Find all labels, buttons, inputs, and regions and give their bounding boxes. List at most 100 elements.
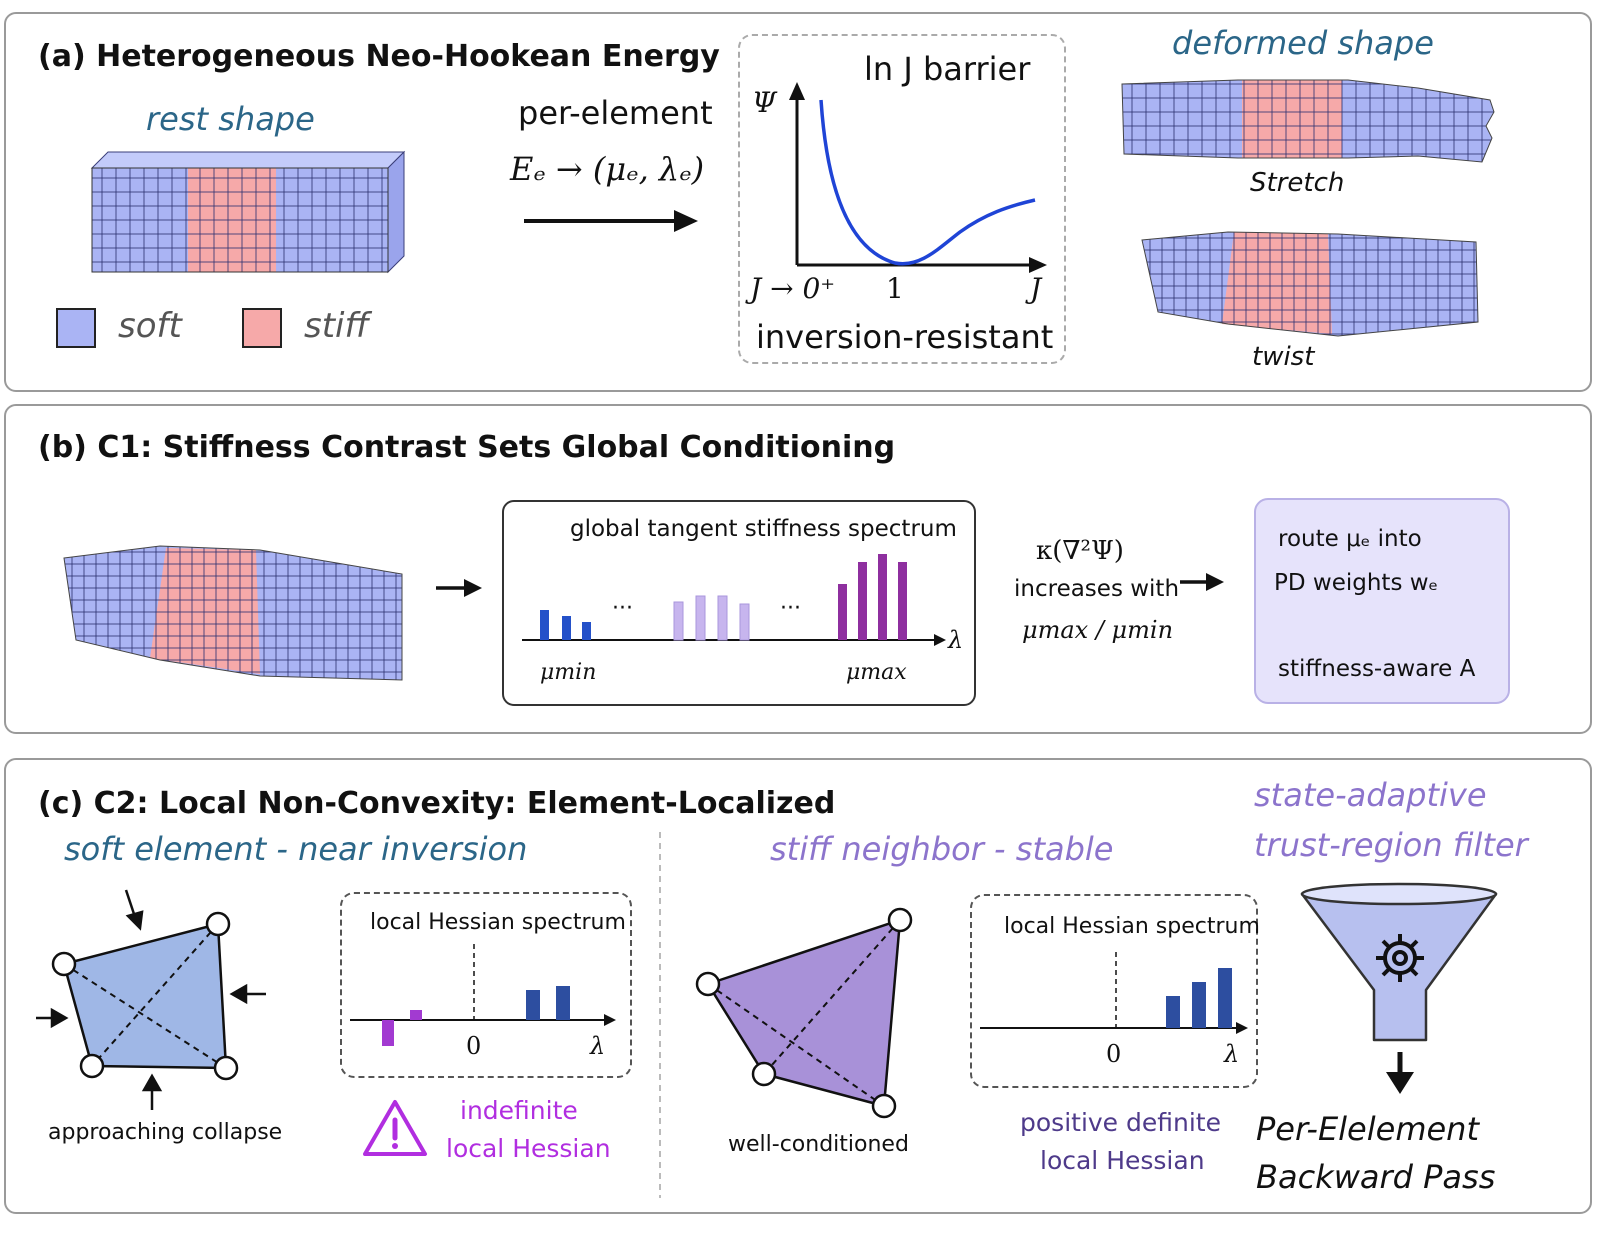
stiff-heading: stiff neighbor - stable — [770, 830, 1114, 868]
tick-j-zero: J → 0⁺ — [750, 272, 836, 305]
collapsing-element — [36, 889, 266, 1110]
lambda-stiff: λ — [1224, 1040, 1240, 1068]
per-element-label: per-element — [518, 94, 713, 132]
route-line-1: route μₑ into — [1278, 526, 1422, 552]
element-param-formula: Eₑ → (μₑ, λₑ) — [510, 150, 705, 188]
rest-shape-block — [90, 150, 406, 274]
node-icon — [695, 971, 721, 997]
panel-c-title: (c) C2: Local Non-Convexity: Element-Loc… — [38, 786, 836, 821]
axis-y-psi: Ψ — [752, 86, 777, 119]
bar-high-4 — [898, 562, 907, 640]
bar-pd-2 — [1192, 982, 1206, 1028]
bar-small — [410, 1010, 422, 1020]
node-icon — [51, 951, 77, 977]
local-spectrum-box-stiff — [970, 894, 1258, 1088]
bar-high-2 — [858, 562, 867, 640]
bar-negative — [382, 1020, 394, 1046]
pd-line-1: positive definite — [1020, 1108, 1221, 1137]
legend-soft-swatch — [56, 308, 96, 348]
bar-mid-3 — [717, 595, 728, 641]
zero-stiff: 0 — [1106, 1040, 1122, 1068]
increases-with-label: increases with — [1014, 576, 1180, 602]
tick-one: 1 — [886, 272, 904, 305]
stretch-shape — [1121, 79, 1495, 163]
node-icon — [79, 1053, 105, 1079]
compress-arrows-icon — [36, 889, 266, 1110]
bar-mid-2 — [695, 595, 706, 641]
bar-high-3 — [878, 554, 887, 640]
barrier-curve — [819, 99, 1036, 266]
legend-soft-label: soft — [118, 306, 182, 346]
pd-line-2: local Hessian — [1040, 1146, 1205, 1175]
arrow-b-1 — [436, 579, 482, 597]
node-icon — [751, 1061, 777, 1087]
global-spectrum-plot — [522, 554, 946, 646]
twist-shape — [1141, 231, 1479, 337]
barrier-box — [738, 34, 1066, 364]
collapse-caption: approaching collapse — [48, 1120, 283, 1145]
panel-c-divider — [659, 832, 661, 1198]
local-spectrum-plot-soft — [350, 944, 616, 1046]
local-spectrum-title-stiff: local Hessian spectrum — [1004, 914, 1260, 939]
ellipsis-1: ··· — [612, 596, 633, 621]
barrier-title: ln J barrier — [864, 50, 1031, 88]
mu-max-label: μmax — [846, 660, 907, 685]
route-line-2: PD weights wₑ — [1274, 570, 1439, 596]
bar-pos-1 — [526, 990, 540, 1020]
panel-c: (c) C2: Local Non-Convexity: Element-Loc… — [4, 758, 1592, 1214]
x-axis-arrowhead — [1029, 257, 1047, 273]
y-axis-arrowhead — [789, 82, 805, 100]
global-spectrum-box — [502, 500, 976, 706]
barrier-plot — [789, 82, 1047, 273]
node-icon — [871, 1093, 897, 1119]
bar-pos-2 — [556, 986, 570, 1020]
stable-element — [695, 907, 913, 1119]
deformed-shape-label: deformed shape — [1172, 24, 1434, 62]
backward-pass-line-1: Per-Elelement — [1256, 1110, 1479, 1148]
legend-stiff-swatch — [242, 308, 282, 348]
zero-soft: 0 — [466, 1032, 482, 1060]
global-spectrum-title: global tangent stiffness spectrum — [570, 516, 957, 542]
route-box — [1254, 498, 1510, 704]
axis-x-j: J — [1030, 272, 1042, 305]
local-spectrum-plot-stiff — [980, 952, 1248, 1034]
ellipsis-2: ··· — [780, 596, 801, 621]
indefinite-line-1: indefinite — [460, 1096, 578, 1125]
bar-low-2 — [562, 616, 571, 640]
bar-pd-3 — [1218, 968, 1232, 1028]
node-icon — [887, 907, 913, 933]
mu-min-label: μmin — [540, 660, 597, 685]
bar-mid-1 — [673, 601, 684, 641]
per-element-arrow — [524, 210, 698, 232]
global-lambda: λ — [948, 626, 964, 654]
stretch-label: Stretch — [1250, 168, 1345, 198]
gear-icon — [1376, 934, 1424, 982]
funnel-filter-icon — [1300, 882, 1498, 1094]
down-arrow-icon — [1386, 1072, 1414, 1094]
arrow-b-2 — [1180, 573, 1224, 591]
panel-b-title: (b) C1: Stiffness Contrast Sets Global C… — [38, 430, 896, 465]
node-icon — [205, 911, 231, 937]
bar-low-1 — [540, 610, 549, 640]
bar-high-1 — [838, 584, 847, 640]
soft-heading: soft element - near inversion — [64, 830, 528, 868]
legend-stiff-label: stiff — [304, 306, 370, 346]
twist-label: twist — [1252, 342, 1315, 372]
barrier-caption: inversion-resistant — [756, 318, 1054, 356]
bar-pd-1 — [1166, 996, 1180, 1028]
kappa-label: κ(∇²Ψ) — [1036, 536, 1124, 566]
node-icon — [213, 1055, 239, 1081]
rest-shape-label: rest shape — [146, 100, 315, 138]
local-spectrum-box-soft — [340, 892, 632, 1078]
well-conditioned-caption: well-conditioned — [728, 1132, 909, 1157]
filter-heading-2: trust-region filter — [1254, 826, 1528, 864]
ratio-label: μmax / μmin — [1022, 616, 1174, 644]
bar-mid-4 — [739, 603, 750, 641]
warning-icon — [363, 1100, 427, 1156]
local-spectrum-title-soft: local Hessian spectrum — [370, 910, 626, 935]
indefinite-line-2: local Hessian — [446, 1134, 611, 1163]
bar-low-3 — [582, 622, 591, 640]
panel-a-title: (a) Heterogeneous Neo-Hookean Energy — [38, 39, 720, 74]
lambda-soft: λ — [590, 1032, 606, 1060]
route-line-3: stiffness-aware A — [1278, 656, 1476, 682]
